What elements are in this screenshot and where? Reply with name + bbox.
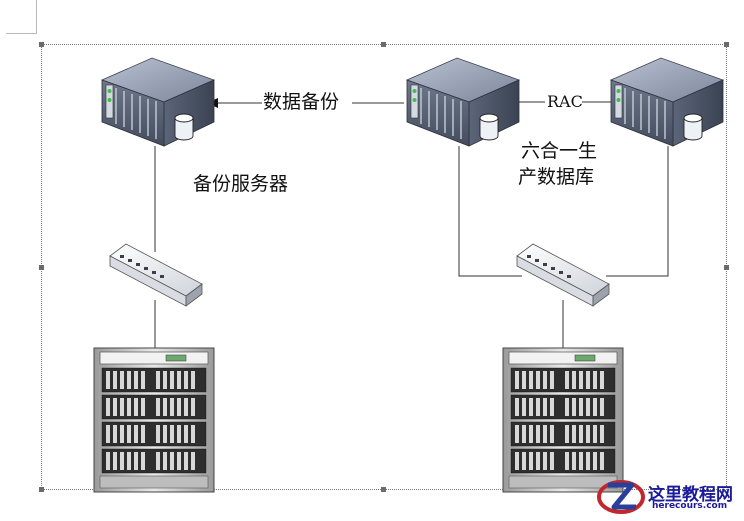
production-server-icon [406, 57, 520, 147]
rac-label: RAC [547, 92, 583, 111]
watermark-title: 这里教程网 [648, 485, 733, 505]
network-switch-icon [109, 243, 203, 307]
storage-array-icon [93, 347, 215, 493]
resize-handle[interactable] [724, 265, 729, 270]
watermark-url: herecours.com [652, 501, 728, 511]
resize-handle[interactable] [39, 265, 44, 270]
backup-server-label: 备份服务器 [193, 173, 289, 195]
page-corner-mark [6, 33, 37, 34]
production-db-label-line2: 产数据库 [518, 166, 595, 188]
resize-handle[interactable] [381, 487, 386, 492]
backup-server-icon [101, 57, 215, 147]
resize-handle[interactable] [39, 487, 44, 492]
storage-array-icon [502, 347, 624, 493]
backup-flow-label: 数据备份 [263, 91, 340, 113]
watermark-logo-icon [597, 480, 645, 514]
resize-handle[interactable] [39, 42, 44, 47]
resize-handle[interactable] [724, 42, 729, 47]
production-db-label-line1: 六合一生 [521, 140, 598, 162]
page-corner-mark [36, 0, 37, 34]
resize-handle[interactable] [381, 42, 386, 47]
watermark: 这里教程网 herecours.com [596, 476, 744, 517]
network-switch-icon [516, 243, 610, 307]
link-prod-servers-switch [458, 146, 522, 277]
production-server-icon [610, 57, 724, 147]
link-rac-switch [606, 146, 669, 277]
